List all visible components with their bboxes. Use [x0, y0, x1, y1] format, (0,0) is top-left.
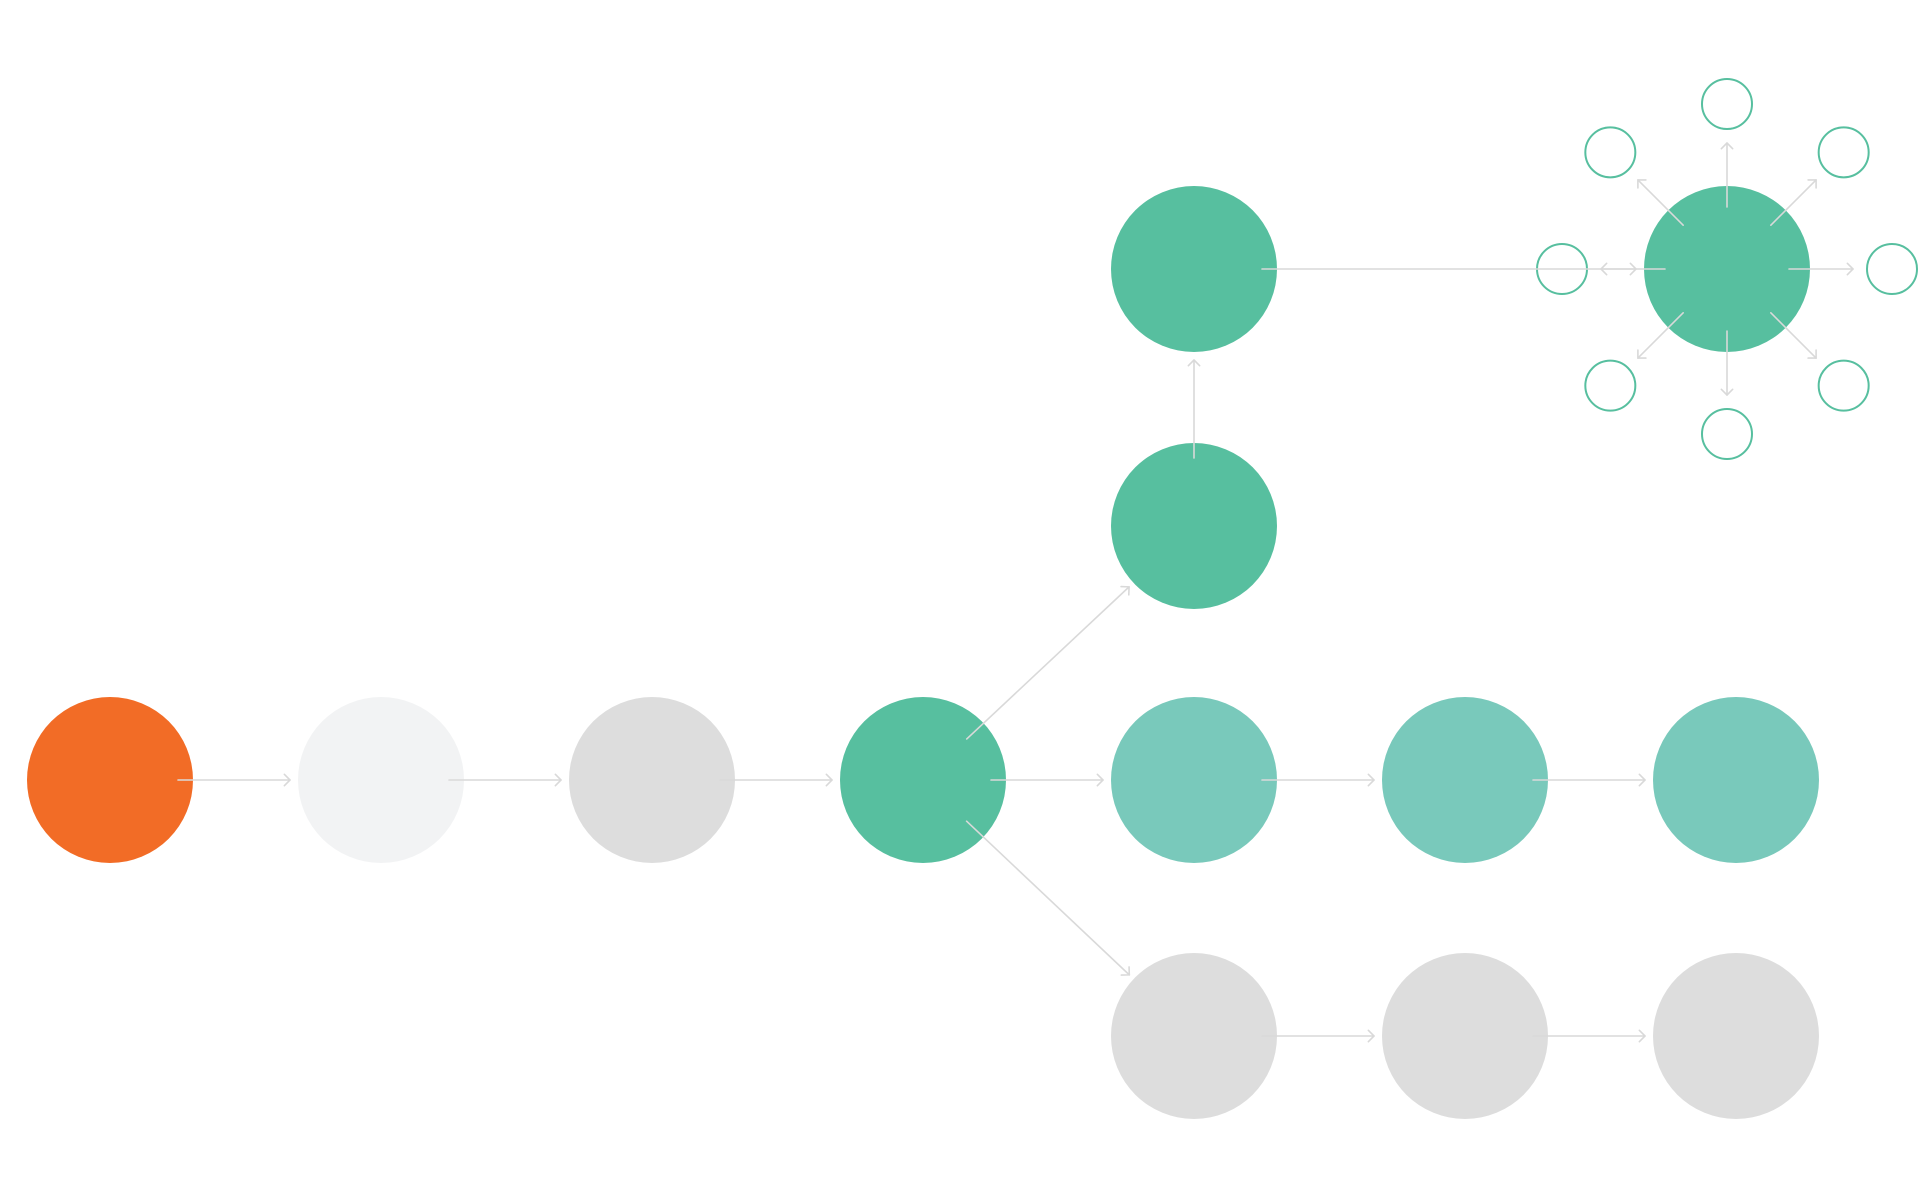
arrow-line	[1637, 179, 1684, 226]
node-n2	[298, 697, 464, 863]
arrow-head-icon	[1720, 142, 1734, 150]
arrow-hub-to-ring-ne	[1770, 179, 1817, 226]
nodes-layer	[27, 78, 1918, 1119]
node-low3	[1653, 953, 1819, 1119]
node-mid3	[1653, 697, 1819, 863]
node-start	[27, 697, 193, 863]
arrow-line	[1770, 179, 1817, 226]
node-ring-sw	[1584, 359, 1637, 412]
arrow-head-icon	[1096, 773, 1104, 787]
arrow-up1-to-up2	[1187, 359, 1201, 459]
arrow-hub-to-ring-sw	[1637, 312, 1684, 359]
arrow-hub-to-ring-n	[1720, 142, 1734, 208]
arrow-head-icon	[1638, 773, 1646, 787]
arrow-hub-to-ring-se	[1770, 312, 1817, 359]
arrow-n2-to-n3	[448, 773, 562, 787]
arrow-head-icon	[554, 773, 562, 787]
arrow-hub-to-ring-nw	[1637, 179, 1684, 226]
arrow-start-to-n2	[177, 773, 291, 787]
arrow-head-icon	[1600, 262, 1608, 276]
arrow-line	[1637, 312, 1684, 359]
node-up2	[1111, 186, 1277, 352]
arrow-hub-to-ring-e	[1788, 262, 1854, 276]
arrow-low2-to-low3	[1532, 1029, 1646, 1043]
arrow-head-icon	[283, 773, 291, 787]
arrow-hub-to-ring-s	[1720, 330, 1734, 396]
arrow-branch-to-mid1	[990, 773, 1104, 787]
arrow-head-icon	[1367, 773, 1375, 787]
arrow-head-icon	[1846, 262, 1854, 276]
node-ring-ne	[1817, 126, 1870, 179]
node-ring-e	[1866, 243, 1918, 295]
arrow-head-icon	[1807, 349, 1817, 359]
arrow-n3-to-branch	[719, 773, 833, 787]
node-ring-nw	[1584, 126, 1637, 179]
node-up1	[1111, 443, 1277, 609]
arrow-head-icon	[1638, 1029, 1646, 1043]
node-branch	[840, 697, 1006, 863]
arrow-head-icon	[1120, 966, 1131, 976]
node-ring-se	[1817, 359, 1870, 412]
arrow-head-icon	[1120, 585, 1130, 596]
node-ring-s	[1701, 408, 1753, 460]
arrows-layer	[177, 142, 1854, 1043]
node-ring-n	[1701, 78, 1753, 130]
node-hub	[1644, 186, 1810, 352]
arrow-head-icon	[1637, 179, 1647, 189]
arrow-line	[965, 820, 1131, 976]
arrow-hub-to-ring-w	[1600, 262, 1666, 276]
node-n3	[569, 697, 735, 863]
arrow-branch-to-up1	[965, 585, 1130, 740]
arrow-head-icon	[1637, 349, 1647, 359]
node-low1	[1111, 953, 1277, 1119]
arrow-head-icon	[1720, 388, 1734, 396]
arrow-low1-to-low2	[1261, 1029, 1375, 1043]
arrow-head-icon	[825, 773, 833, 787]
arrow-head-icon	[1367, 1029, 1375, 1043]
arrow-line	[1770, 312, 1817, 359]
arrow-branch-to-low1	[965, 820, 1131, 976]
arrow-head-icon	[1187, 359, 1201, 367]
arrow-mid1-to-mid2	[1261, 773, 1375, 787]
arrow-mid2-to-mid3	[1532, 773, 1646, 787]
arrow-head-icon	[1807, 179, 1817, 189]
node-mid1	[1111, 697, 1277, 863]
node-low2	[1382, 953, 1548, 1119]
arrow-line	[965, 586, 1130, 740]
node-mid2	[1382, 697, 1548, 863]
